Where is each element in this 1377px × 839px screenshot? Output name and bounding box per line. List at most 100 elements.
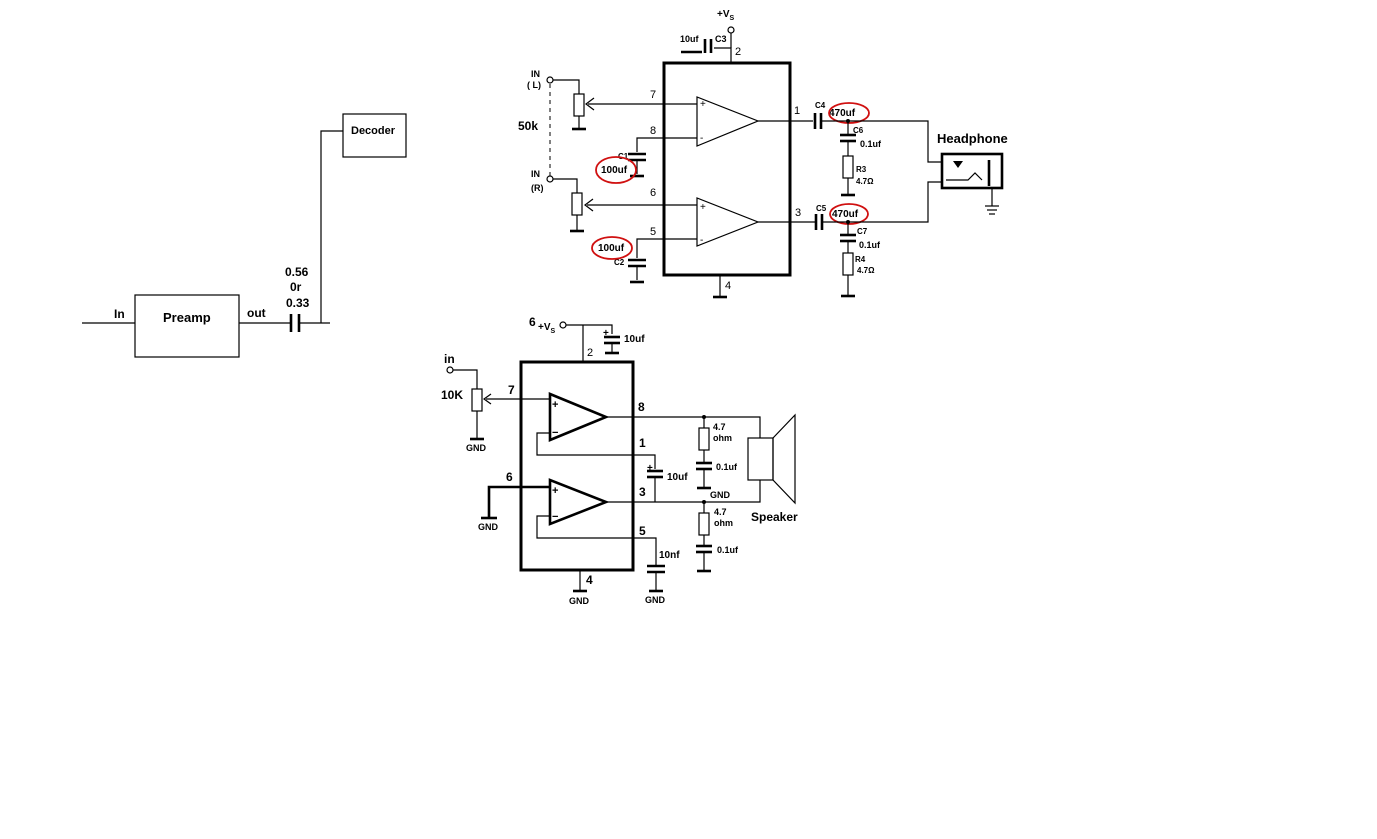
pin2-top: 2 <box>735 46 741 58</box>
in-l-line2: ( L) <box>527 80 541 90</box>
gnd-bypass: GND <box>645 595 666 605</box>
pin4-top: 4 <box>725 280 731 292</box>
opamp-lower <box>548 478 610 526</box>
c-bot-value: 0.1uf <box>717 545 739 555</box>
c-top-value: 0.1uf <box>716 462 738 472</box>
pin2-bottom: 2 <box>587 347 593 359</box>
pin1-bottom: 1 <box>639 436 646 450</box>
pin3-top: 3 <box>795 207 801 219</box>
in-label-bottom: in <box>444 352 455 366</box>
ic-body-bottom <box>519 360 635 572</box>
bridge-cap: 10uf <box>667 472 688 483</box>
svg-text:+: + <box>700 202 706 213</box>
r3-resistor <box>842 155 854 179</box>
opamp-left-channel <box>696 96 760 147</box>
cap-value-line1: 0.56 <box>285 265 309 279</box>
c7-label: C7 <box>857 227 868 236</box>
c4-label: C4 <box>815 101 826 110</box>
pin6-bottom: 6 <box>506 470 513 484</box>
pin3-bottom: 3 <box>639 485 646 499</box>
pin5-bottom: 5 <box>639 524 646 538</box>
headphone-amplifier-schematic: + - + - +VS 10uf C3 2 IN ( L) 7 50k 8 <box>518 9 1008 299</box>
c1-value: 100uf <box>601 165 628 176</box>
decoder-block <box>342 113 407 158</box>
r4-label: R4 <box>855 255 866 264</box>
bypass-cap: 10nf <box>659 550 680 561</box>
c6-label: C6 <box>853 126 864 135</box>
cap-value-line2: 0r <box>290 280 302 294</box>
decoder-label: Decoder <box>351 125 396 137</box>
svg-text:-: - <box>700 133 703 144</box>
pin7-top: 7 <box>650 89 656 101</box>
out-label: out <box>247 306 266 320</box>
headphone-label: Headphone <box>937 131 1008 146</box>
opamp-upper <box>548 392 610 442</box>
pin8-top: 8 <box>650 125 656 137</box>
svg-text:+: + <box>603 328 609 339</box>
preamp-label: Preamp <box>163 310 211 325</box>
c7-value: 0.1uf <box>859 240 881 250</box>
pot-label-top: 50k <box>518 119 538 133</box>
r-top-unit: ohm <box>713 433 732 443</box>
in-label: In <box>114 307 125 321</box>
coupling-capacitor <box>289 314 301 332</box>
c1-label: C1 <box>618 152 629 161</box>
potentiometer-10k <box>471 388 483 412</box>
pin8-bottom: 8 <box>638 400 645 414</box>
supply-cap: 10uf <box>624 334 645 345</box>
pin7-bottom: 7 <box>508 383 515 397</box>
c6-value: 0.1uf <box>860 139 882 149</box>
c1-highlight <box>595 156 637 184</box>
gnd-in6: GND <box>478 522 499 532</box>
vs-label-bottom: +VS <box>538 322 556 335</box>
headphone-jack-icon <box>940 152 1004 215</box>
c2-highlight <box>591 236 633 260</box>
opamp-right-channel <box>696 197 760 247</box>
svg-text:+: + <box>552 399 558 411</box>
r-top-value: 4.7 <box>713 422 726 432</box>
svg-text:-: - <box>700 235 703 246</box>
c4-highlight <box>828 102 870 124</box>
pot-label-bottom: 10K <box>441 388 463 402</box>
gnd-zobel-upper: GND <box>710 490 731 500</box>
in-r-line2: (R) <box>531 183 544 193</box>
r-bot-unit: ohm <box>714 518 733 528</box>
r3-label: R3 <box>856 165 867 174</box>
potentiometer-right <box>571 192 583 216</box>
gnd-ic: GND <box>569 596 590 606</box>
pin5-top: 5 <box>650 226 656 238</box>
c4-value: 470uf <box>829 108 856 119</box>
c2-label: C2 <box>614 258 625 267</box>
pin4-bottom: 4 <box>586 573 593 587</box>
preamp-block <box>134 294 240 358</box>
speaker-icon <box>747 413 796 505</box>
svg-text:+: + <box>700 99 706 110</box>
ic-body-top <box>662 61 792 277</box>
svg-text:+: + <box>552 485 558 497</box>
r3-value: 4.7Ω <box>856 177 874 186</box>
r-bot-value: 4.7 <box>714 507 727 517</box>
pin1-top: 1 <box>794 105 800 117</box>
in-r-line1: IN <box>531 169 540 179</box>
c3-value: 10uf <box>680 34 700 44</box>
in-l-line1: IN <box>531 69 540 79</box>
resistor-upper <box>698 427 710 451</box>
c2-value: 100uf <box>598 243 625 254</box>
svg-text:−: − <box>552 511 558 523</box>
speaker-label: Speaker <box>751 510 798 524</box>
block-diagram: In Preamp out 0.56 0r 0.33 Decoder <box>82 113 407 358</box>
c3-label: C3 <box>715 34 727 44</box>
pin6-vs: 6 <box>529 315 536 329</box>
potentiometer-left <box>573 93 585 117</box>
vs-terminal-top <box>727 26 735 34</box>
vs-label-top: +VS <box>717 9 735 22</box>
r4-resistor <box>842 252 854 276</box>
c5-highlight <box>829 203 869 225</box>
svg-text:+: + <box>647 463 653 474</box>
gnd-pot: GND <box>466 443 487 453</box>
speaker-amplifier-schematic: 6 +VS 2 + 10uf in GND 10K 7 + − 1 6 GND <box>441 315 798 606</box>
pin6-top: 6 <box>650 187 656 199</box>
cap-value-line3: 0.33 <box>286 296 310 310</box>
c5-label: C5 <box>816 204 827 213</box>
